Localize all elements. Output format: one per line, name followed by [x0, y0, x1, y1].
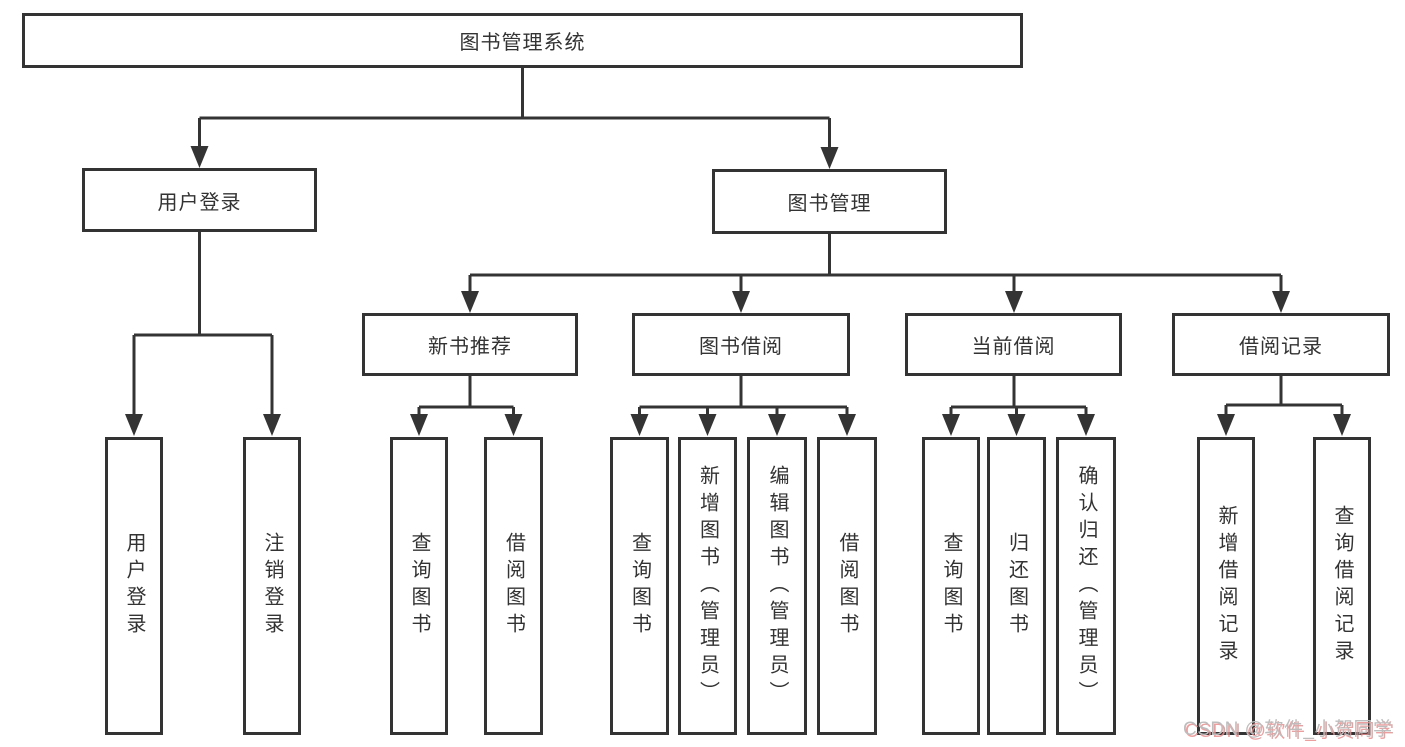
- node-label: 图书管理: [787, 193, 872, 215]
- arrowhead-user-login: [190, 146, 209, 168]
- arrowhead-nbr-query: [410, 414, 428, 436]
- leaf-bb-borrow-books: 借阅图书: [817, 437, 877, 735]
- leaf-logout-login: 注销登录: [243, 437, 301, 735]
- leaf-label: 查询图书: [408, 532, 430, 640]
- leaf-cb-query-books: 查询图书: [922, 437, 980, 735]
- node-label: 借阅记录: [1239, 336, 1323, 358]
- leaf-label: 借阅图书: [502, 532, 525, 640]
- node-label: 图书借阅: [699, 336, 783, 358]
- leaf-label: 查询借阅记录: [1331, 505, 1353, 667]
- arrowhead-bb-query: [630, 414, 649, 436]
- node-current-borrow: 当前借阅: [905, 313, 1122, 376]
- arrowhead-bb-edit: [768, 414, 786, 436]
- leaf-cb-confirm-return-admin: 确认归还（管理员）: [1056, 437, 1116, 735]
- arrowhead-cb-query: [942, 414, 960, 436]
- csdn-watermark: CSDN @软件_小贺同学: [1183, 719, 1393, 740]
- leaf-br-add-record: 新增借阅记录: [1197, 437, 1255, 735]
- connector-book-management-to-level3: [468, 234, 1283, 294]
- connector-new-book-recommend-leaves: [417, 376, 515, 416]
- connector-current-borrow-leaves: [949, 376, 1088, 416]
- node-book-borrow: 图书借阅: [632, 313, 850, 376]
- leaf-bb-add-books-admin: 新增图书（管理员）: [678, 437, 737, 735]
- arrowhead-leaf-user-login: [125, 414, 143, 436]
- leaf-bb-edit-books-admin: 编辑图书（管理员）: [747, 437, 807, 735]
- node-label: 当前借阅: [971, 336, 1056, 358]
- node-new-book-recommend: 新书推荐: [362, 313, 578, 376]
- leaf-bb-query-books: 查询图书: [610, 437, 669, 735]
- leaf-label: 新增图书（管理员）: [696, 464, 719, 708]
- leaf-label: 归还图书: [1005, 532, 1028, 640]
- arrowhead-cb-return: [1007, 414, 1026, 436]
- leaf-label: 新增借阅记录: [1215, 505, 1237, 667]
- leaf-label: 用户登录: [123, 532, 145, 640]
- arrowhead-current-borrow: [1005, 291, 1023, 313]
- leaf-nbr-query-books: 查询图书: [390, 437, 448, 735]
- node-borrow-records: 借阅记录: [1172, 313, 1390, 376]
- leaf-label: 查询图书: [940, 532, 962, 640]
- arrowhead-new-book-recommend: [461, 291, 479, 313]
- leaf-label: 注销登录: [261, 532, 283, 640]
- leaf-cb-return-books: 归还图书: [987, 437, 1046, 735]
- node-user-login: 用户登录: [82, 168, 317, 232]
- leaf-label: 编辑图书（管理员）: [766, 464, 788, 708]
- arrowhead-br-add: [1217, 414, 1235, 436]
- connector-user-login-to-leaves: [132, 232, 274, 416]
- node-book-management: 图书管理: [712, 169, 947, 234]
- arrowhead-bb-borrow: [838, 414, 856, 436]
- arrowhead-cb-confirm: [1077, 414, 1095, 436]
- arrowhead-bb-add: [698, 414, 717, 436]
- leaf-label: 确认归还（管理员）: [1075, 464, 1097, 708]
- leaf-label: 借阅图书: [836, 532, 858, 640]
- node-label: 用户登录: [157, 191, 242, 214]
- arrowhead-nbr-borrow: [504, 414, 523, 436]
- leaf-label: 查询图书: [628, 532, 651, 640]
- arrowhead-borrow-records: [1272, 291, 1290, 313]
- connector-borrow-records-leaves: [1224, 376, 1344, 416]
- leaf-nbr-borrow-books: 借阅图书: [484, 437, 543, 735]
- leaf-br-query-record: 查询借阅记录: [1313, 437, 1371, 735]
- arrowhead-leaf-logout: [263, 414, 281, 436]
- node-label: 新书推荐: [428, 336, 512, 358]
- connector-root-to-level2: [198, 68, 831, 150]
- node-library-management-system: 图书管理系统: [22, 13, 1023, 68]
- node-label: 图书管理系统: [459, 32, 586, 54]
- arrowhead-book-management: [820, 147, 839, 169]
- connector-book-borrow-leaves: [638, 376, 849, 416]
- arrowhead-book-borrow: [732, 291, 750, 313]
- leaf-user-login: 用户登录: [105, 437, 163, 735]
- arrowhead-br-query: [1333, 414, 1351, 436]
